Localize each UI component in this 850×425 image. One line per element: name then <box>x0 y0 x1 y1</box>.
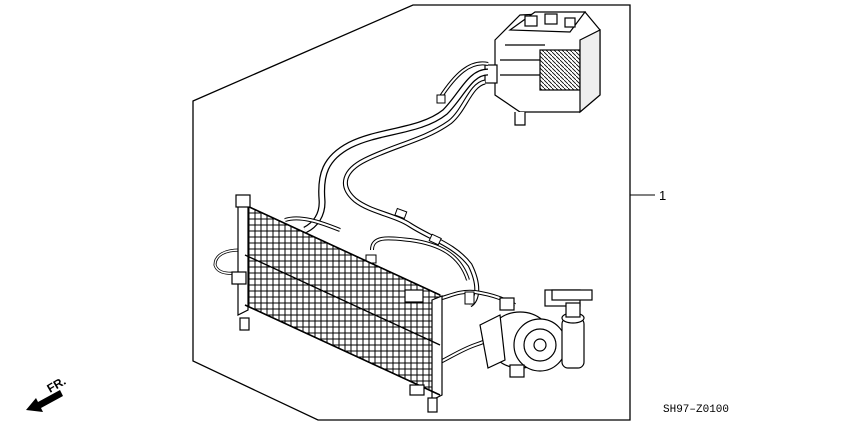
kit-boundary-frame <box>192 4 631 421</box>
condenser <box>231 194 443 413</box>
compressor <box>479 289 581 378</box>
evaporator-unit <box>484 11 601 126</box>
receiver-drier <box>551 289 593 369</box>
front-marker-label: FR. <box>45 374 69 396</box>
callout-number-1: 1 <box>659 188 666 203</box>
front-direction-arrow-icon <box>26 390 63 412</box>
diagram-code: SH97–Z0100 <box>663 404 729 416</box>
refrigerant-lines <box>213 61 516 372</box>
line-fittings <box>365 94 475 305</box>
